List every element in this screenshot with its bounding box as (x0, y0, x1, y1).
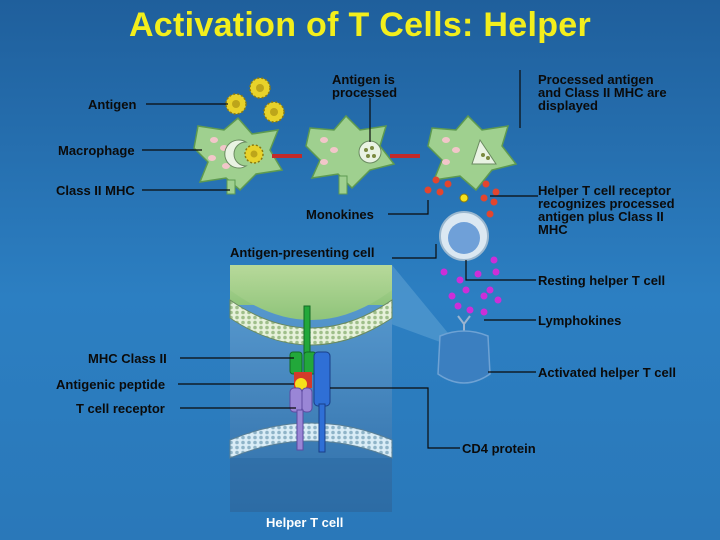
leader-lines (142, 70, 538, 449)
macrophage-1 (193, 116, 284, 195)
macrophage-2 (305, 114, 396, 195)
label-macrophage: Macrophage (58, 143, 135, 158)
label-t-cell-receptor: T cell receptor (76, 401, 165, 416)
resting-helper-t-cell (439, 211, 489, 261)
label-class-ii-mhc: Class II MHC (56, 183, 135, 198)
engulfed-antigen (244, 144, 264, 164)
lymphokine-dots (440, 256, 502, 316)
macrophage-3 (427, 114, 518, 192)
activated-helper-t-cell (437, 330, 491, 384)
antigen-particle (249, 77, 271, 99)
cd4-protein (313, 351, 331, 453)
label-resting-helper: Resting helper T cell (538, 273, 666, 288)
label-cd4-protein: CD4 protein (462, 441, 536, 456)
antigen-particle (225, 93, 247, 115)
label-antigen-processed: Antigen is processed (332, 72, 398, 100)
monokine-dots (424, 176, 500, 218)
antigen-particle (263, 101, 285, 123)
antigenic-peptide (294, 372, 312, 390)
label-monokines: Monokines (306, 207, 374, 222)
label-lymphokines: Lymphokines (538, 313, 622, 328)
t-cell-receptor (289, 387, 313, 451)
label-processed-displayed: Processed antigen and Class II MHC are d… (538, 72, 667, 113)
label-antigen: Antigen (88, 97, 137, 112)
label-antigenic-peptide: Antigenic peptide (56, 377, 166, 392)
label-antigen-presenting-cell: Antigen-presenting cell (230, 245, 375, 260)
label-helper-t-cell: Helper T cell (266, 515, 344, 530)
receptor-contact (459, 193, 469, 203)
label-activated-helper: Activated helper T cell (538, 365, 676, 380)
antigen-particles (225, 77, 285, 123)
page-title: Activation of T Cells: Helper (128, 6, 592, 44)
label-helper-receptor: Helper T cell receptor recognizes proces… (538, 183, 675, 237)
y-receptor-icon (457, 315, 471, 332)
zoom-panel (229, 265, 393, 512)
label-mhc-class-ii: MHC Class II (88, 351, 167, 366)
